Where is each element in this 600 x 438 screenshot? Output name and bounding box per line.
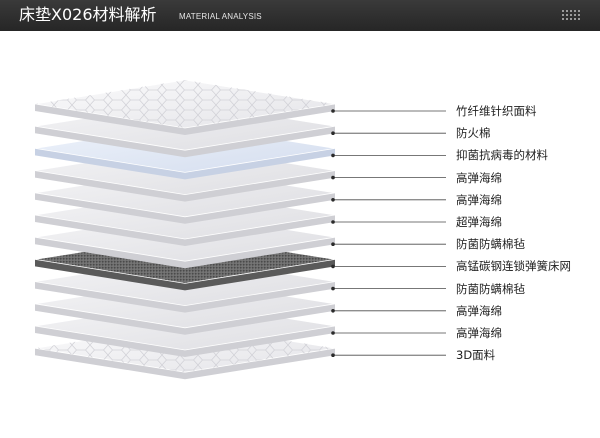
leader-dot bbox=[331, 153, 335, 158]
layer-label: 高锰碳钢连锁弹簧床网 bbox=[456, 259, 571, 274]
leader-dot bbox=[331, 331, 335, 335]
layer-label: 竹纤维针织面料 bbox=[456, 104, 537, 118]
grid-dots-icon[interactable] bbox=[562, 10, 580, 20]
leader-dot bbox=[331, 109, 335, 113]
leader-dot bbox=[331, 198, 335, 202]
layer-label: 防火棉 bbox=[456, 126, 491, 141]
leader-dot bbox=[331, 131, 335, 135]
layer-label: 防菌防螨棉毡 bbox=[456, 237, 525, 252]
layer-label: 高弹海绵 bbox=[456, 192, 502, 207]
leader-dot bbox=[331, 309, 335, 313]
layer-label: 高弹海绵 bbox=[456, 326, 502, 340]
layer-label: 防菌防螨棉毡 bbox=[456, 281, 525, 296]
leader-dot bbox=[331, 353, 335, 358]
layer-label: 抑菌抗病毒的材料 bbox=[456, 148, 548, 163]
page-title: 床垫X026材料解析 bbox=[19, 5, 157, 24]
leader-dot bbox=[331, 286, 335, 291]
layer-label: 3D面料 bbox=[456, 348, 496, 363]
mattress-layer-diagram bbox=[34, 79, 446, 380]
header-bar: 床垫X026材料解析 MATERIAL ANALYSIS bbox=[0, 0, 600, 31]
leader-dot bbox=[331, 175, 335, 180]
leader-dot bbox=[331, 242, 335, 246]
layer-label: 超弹海绵 bbox=[456, 215, 502, 229]
leader-dot bbox=[331, 264, 335, 269]
mattress-layer bbox=[34, 79, 336, 135]
layer-label: 高弹海绵 bbox=[456, 303, 502, 318]
leader-dot bbox=[331, 220, 335, 224]
layer-label: 高弹海绵 bbox=[456, 170, 502, 185]
page-subtitle: MATERIAL ANALYSIS bbox=[179, 12, 262, 21]
